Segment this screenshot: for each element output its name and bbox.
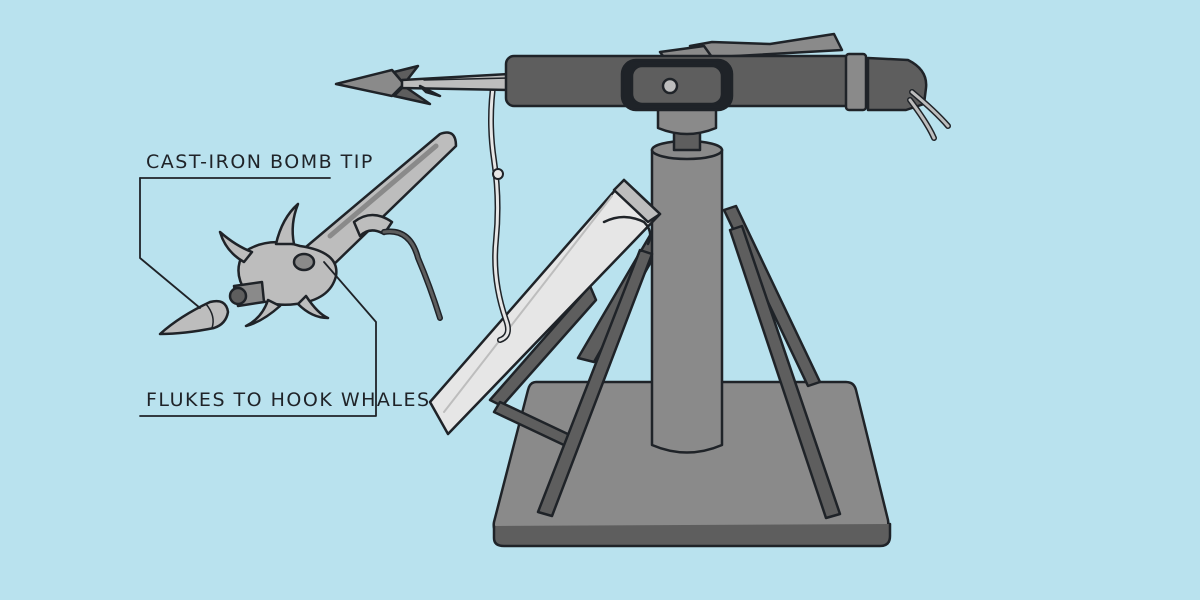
pedestal-icon xyxy=(652,122,722,453)
flukes-label: FLUKES TO HOOK WHALES xyxy=(146,389,431,411)
bomb-tip-label: CAST-IRON BOMB TIP xyxy=(146,151,374,173)
rope-icon xyxy=(491,80,508,340)
gun-mount-icon xyxy=(622,60,732,134)
harpoon-icon xyxy=(336,66,510,104)
bomb-tip-icon xyxy=(160,301,228,334)
